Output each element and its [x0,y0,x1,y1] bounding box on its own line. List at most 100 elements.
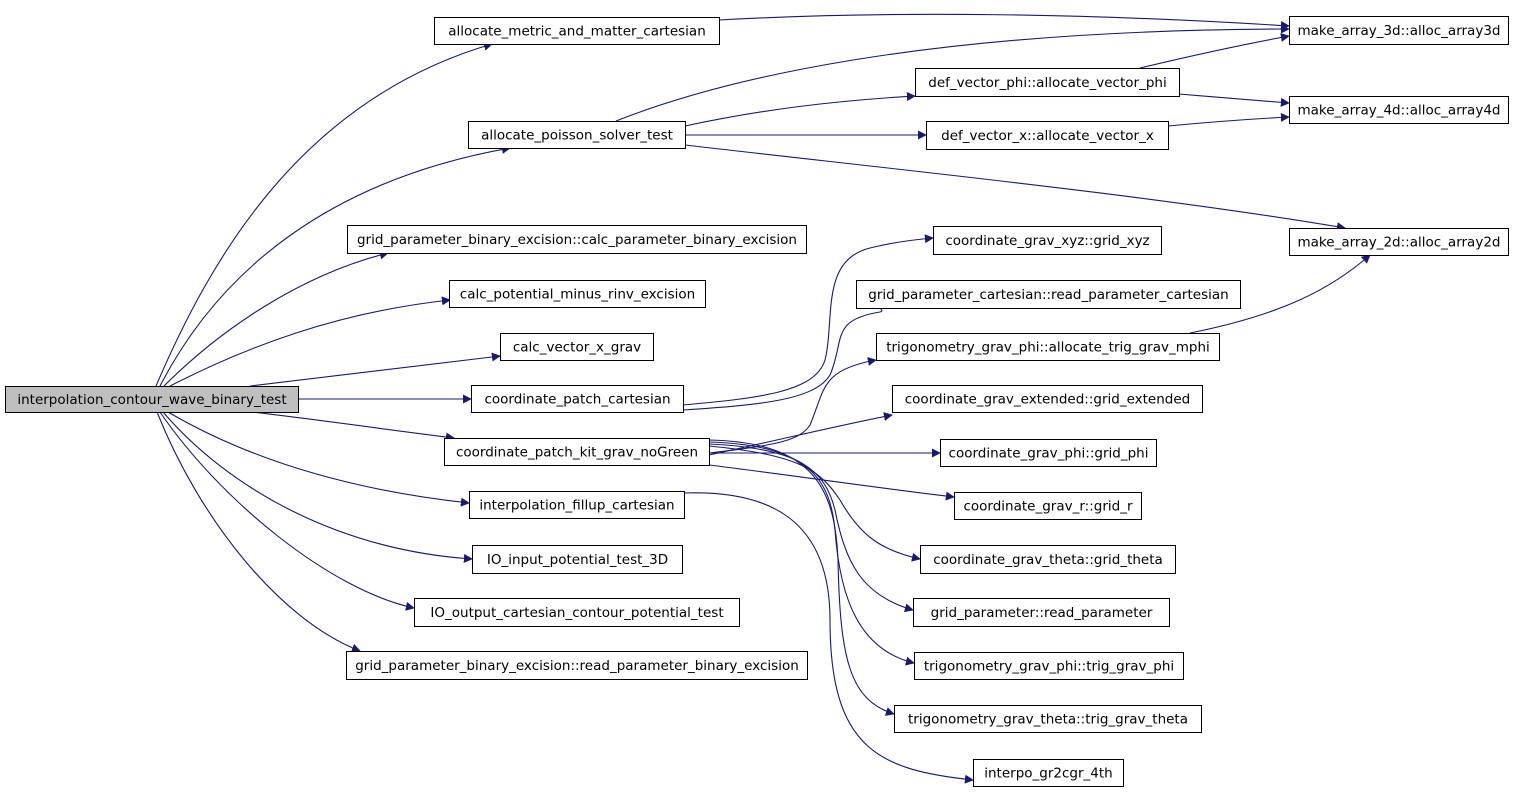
node-label: trigonometry_grav_phi::allocate_trig_gra… [886,340,1210,356]
node-label: coordinate_patch_kit_grav_noGreen [456,445,698,461]
node-box [471,385,684,413]
edge-root-to-alloc_metric [155,41,493,387]
node-label: coordinate_grav_theta::grid_theta [933,552,1163,568]
node-alloc-poisson[interactable]: allocate_poisson_solver_test [468,121,686,149]
node-grid-phi[interactable]: coordinate_grav_phi::grid_phi [940,439,1157,467]
node-box [1289,228,1509,256]
node-arr2d[interactable]: make_array_2d::alloc_array2d [1289,228,1509,256]
edge-coord_patch_kit-to-grid_theta [708,445,921,562]
node-box [940,439,1157,467]
node-alloc-metric[interactable]: allocate_metric_and_matter_cartesian [434,17,720,45]
edge-coord_patch_kit-to-grid_ext [708,412,893,456]
node-label: trigonometry_grav_theta::trig_grav_theta [908,712,1188,728]
edge-alloc_phi-to-arr4d [1178,93,1290,107]
node-box [933,226,1162,255]
node-arr3d[interactable]: make_array_3d::alloc_array3d [1289,16,1509,45]
node-label: def_vector_x::allocate_vector_x [941,128,1154,144]
edge-root-to-io_output [159,411,415,611]
node-box [346,651,808,680]
node-box [954,492,1142,520]
edge-interp_fill-to-interpo [683,492,974,784]
node-box [469,491,685,519]
edge-coord_patch_kit-to-grid_r [708,464,955,501]
node-io-output[interactable]: IO_output_cartesian_contour_potential_te… [414,598,740,627]
node-box [973,759,1124,787]
edge-alloc_trig-to-arr2d [1189,254,1371,334]
node-trig-theta[interactable]: trigonometry_grav_theta::trig_grav_theta [894,705,1202,733]
edge-alloc_poisson-to-arr3d [615,24,1290,122]
node-calc-param-bin[interactable]: grid_parameter_binary_excision::calc_par… [347,225,807,254]
edge-alloc_x-to-arr4d [1167,112,1290,127]
edge-root-to-calc_param_bin [163,250,389,387]
node-interpo[interactable]: interpo_gr2cgr_4th [973,759,1124,787]
node-box [894,705,1202,733]
node-box [444,438,710,466]
node-label: grid_parameter_binary_excision::read_par… [355,658,799,674]
node-grid-r[interactable]: coordinate_grav_r::grid_r [954,492,1142,520]
node-label: coordinate_grav_extended::grid_extended [905,392,1190,408]
node-label: IO_input_potential_test_3D [487,552,668,568]
node-alloc-trig[interactable]: trigonometry_grav_phi::allocate_trig_gra… [876,333,1220,361]
node-io-input[interactable]: IO_input_potential_test_3D [472,545,683,574]
node-label: allocate_poisson_solver_test [481,128,673,144]
node-grid-ext[interactable]: coordinate_grav_extended::grid_extended [892,385,1203,413]
node-root[interactable]: interpolation_contour_wave_binary_test [5,386,299,413]
node-box [915,68,1180,97]
node-layer: interpolation_contour_wave_binary_test al… [5,16,1509,787]
node-box [500,333,654,361]
edge-layer [155,13,1371,784]
node-trig-phi[interactable]: trigonometry_grav_phi::trig_grav_phi [914,652,1184,680]
node-box [468,121,686,149]
node-calc-vec[interactable]: calc_vector_x_grav [500,333,654,361]
node-coord-patch-cart[interactable]: coordinate_patch_cartesian [471,385,684,413]
node-label: def_vector_phi::allocate_vector_phi [928,75,1166,91]
node-alloc-x[interactable]: def_vector_x::allocate_vector_x [926,121,1169,150]
node-label: interpolation_fillup_cartesian [479,498,674,514]
node-grid-theta[interactable]: coordinate_grav_theta::grid_theta [920,545,1176,574]
node-label: interpo_gr2cgr_4th [984,766,1112,782]
node-label: allocate_metric_and_matter_cartesian [448,24,706,40]
node-calc-pot[interactable]: calc_potential_minus_rinv_excision [449,280,706,308]
node-label: interpolation_contour_wave_binary_test [17,392,286,408]
node-label: coordinate_patch_cartesian [484,392,670,408]
node-box [914,652,1184,680]
node-label: trigonometry_grav_phi::trig_grav_phi [924,659,1174,675]
node-box [926,121,1169,150]
node-box [1289,96,1509,124]
node-box [920,545,1176,574]
node-box [449,280,706,308]
edge-root-to-read_param_bin [156,411,361,653]
node-box [892,385,1203,413]
edge-root-to-calc_vec [249,352,501,387]
node-label: make_array_2d::alloc_array2d [1298,235,1501,251]
node-interp-fill[interactable]: interpolation_fillup_cartesian [469,491,685,519]
edge-coord_patch_kit-to-trig_theta [708,439,895,716]
node-read-param-cart[interactable]: grid_parameter_cartesian::read_parameter… [856,280,1241,309]
node-arr4d[interactable]: make_array_4d::alloc_array4d [1289,96,1509,124]
node-box [876,333,1220,361]
node-box [856,280,1241,309]
node-label: make_array_4d::alloc_array4d [1298,103,1501,119]
node-read-param-bin[interactable]: grid_parameter_binary_excision::read_par… [346,651,808,680]
node-label: coordinate_grav_phi::grid_phi [949,446,1149,462]
edge-alloc_poisson-to-alloc_phi [684,91,916,127]
edge-alloc_phi-to-arr3d [1139,33,1290,69]
node-label: coordinate_grav_xyz::grid_xyz [945,233,1149,249]
edge-root-to-io_input [162,411,473,563]
node-label: calc_potential_minus_rinv_excision [460,287,695,303]
edge-coord_patch_kit-to-read_param [708,443,914,613]
edge-root-to-calc_pot [169,296,451,387]
node-box [1289,16,1509,45]
edge-root-to-coord_patch_kit [251,411,455,442]
node-read-param[interactable]: grid_parameter::read_parameter [913,598,1170,627]
node-alloc-phi[interactable]: def_vector_phi::allocate_vector_phi [915,68,1180,97]
edge-root-to-interp_fill [167,411,470,507]
node-label: grid_parameter::read_parameter [931,605,1153,621]
node-coord-patch-kit[interactable]: coordinate_patch_kit_grav_noGreen [444,438,710,466]
node-box [5,386,299,413]
node-grid-xyz[interactable]: coordinate_grav_xyz::grid_xyz [933,226,1162,255]
node-label: calc_vector_x_grav [513,340,641,356]
edge-alloc_metric-to-arr3d [718,13,1290,30]
node-box [347,225,807,254]
